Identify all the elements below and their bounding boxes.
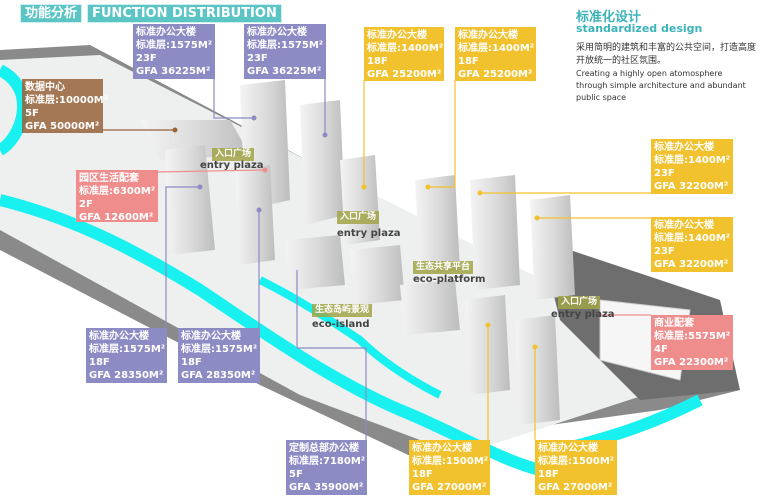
label-line: 标准办公大楼	[89, 331, 149, 342]
label-line: 18F	[538, 469, 559, 480]
tag-entry-plaza-1-en: entry plaza	[200, 160, 264, 171]
label-office-p1: 标准办公大楼标准层:1575M² 23F GFA 36225M²	[133, 24, 215, 79]
label-line: 标准办公大楼	[247, 27, 307, 38]
label-line: 标准办公大楼	[654, 142, 714, 153]
label-line: 标准层:1400M²	[458, 43, 535, 54]
label-line: 标准层:1575M²	[89, 344, 166, 355]
label-line: 定制总部办公楼	[289, 443, 359, 454]
label-line: 23F	[654, 168, 675, 179]
river-branch	[258, 276, 442, 399]
tag-entry-plaza-1: 入口广场	[212, 148, 255, 161]
label-line: 18F	[89, 357, 110, 368]
label-line: GFA 35900M²	[289, 482, 364, 493]
tag-entry-plaza-2: 入口广场	[337, 211, 380, 224]
tag-entry-plaza-3-en: entry plaza	[551, 309, 615, 320]
label-line: 标准办公大楼	[181, 331, 241, 342]
label-line: 园区生活配套	[79, 173, 139, 184]
label-line: GFA 25200M²	[367, 69, 442, 80]
label-office-y6: 标准办公大楼标准层:1500M² 18F GFA 27000M²	[535, 440, 617, 495]
site-ground	[0, 55, 700, 455]
label-line: 18F	[412, 469, 433, 480]
label-office-y5: 标准办公大楼标准层:1500M² 18F GFA 27000M²	[409, 440, 490, 495]
intro-title-en: standardized design	[576, 22, 703, 35]
label-line: 2F	[79, 199, 93, 210]
label-line: GFA 12600M²	[79, 212, 154, 223]
label-campus-support: 园区生活配套标准层:6300M² 2F GFA 12600M²	[76, 170, 158, 223]
label-office-y3: 标准办公大楼标准层:1400M² 23F GFA 32200M²	[651, 139, 733, 194]
label-line: 标准层:5575M²	[654, 331, 731, 342]
label-line: 18F	[181, 357, 202, 368]
label-line: 标准办公大楼	[654, 220, 714, 231]
label-line: 标准办公大楼	[367, 30, 427, 41]
intro-text-cn: 采用简明的建筑和丰富的公共空间，打造高度开放统一的社区氛围。	[576, 43, 757, 66]
label-line: 4F	[654, 344, 668, 355]
label-line: 标准层:1400M²	[654, 155, 731, 166]
label-line: GFA 32200M²	[654, 181, 729, 192]
label-line: 标准层:10000M²	[25, 95, 109, 106]
label-office-y4: 标准办公大楼标准层:1400M² 23F GFA 32200M²	[651, 217, 733, 272]
label-line: 23F	[247, 53, 268, 64]
label-line: GFA 28350M²	[89, 370, 164, 381]
title-en: FUNCTION DISTRIBUTION	[87, 4, 282, 23]
label-line: GFA 25200M²	[458, 69, 533, 80]
tag-entry-plaza-3: 入口广场	[558, 296, 601, 309]
label-line: 18F	[458, 56, 479, 67]
intro-title-cn: 标准化设计	[576, 10, 642, 25]
label-line: 标准层:1575M²	[136, 40, 213, 51]
tag-eco-island: 生态岛屿景观	[312, 304, 373, 317]
label-line: GFA 36225M²	[136, 66, 211, 77]
label-line: 23F	[654, 246, 675, 257]
label-line: 标准办公大楼	[538, 443, 598, 454]
tag-entry-plaza-2-en: entry plaza	[337, 228, 401, 239]
label-line: 5F	[289, 469, 303, 480]
tag-eco-platform: 生态共享平台	[413, 261, 474, 274]
label-line: GFA 22300M²	[654, 357, 729, 368]
leader-lines	[102, 78, 651, 440]
tag-eco-platform-en: eco-platform	[413, 274, 486, 285]
label-office-y1: 标准办公大楼标准层:1400M² 18F GFA 25200M²	[364, 27, 444, 81]
label-line: 标准层:1500M²	[538, 456, 615, 467]
leader-dots	[172, 115, 540, 350]
label-line: 标准办公大楼	[412, 443, 472, 454]
label-line: 标准办公大楼	[458, 30, 518, 41]
label-line: GFA 27000M²	[412, 482, 487, 493]
label-line: 数据中心	[25, 82, 65, 93]
label-line: 5F	[25, 108, 39, 119]
label-line: 标准层:1575M²	[181, 344, 258, 355]
label-commercial: 商业配套标准层:5575M² 4F GFA 22300M²	[651, 315, 733, 370]
label-line: GFA 32200M²	[654, 259, 729, 270]
label-line: 标准办公大楼	[136, 27, 196, 38]
label-hq-office: 定制总部办公楼标准层:7180M² 5F GFA 35900M²	[286, 440, 367, 495]
tag-eco-island-en: eco-island	[312, 319, 370, 330]
label-line: 标准层:6300M²	[79, 186, 156, 197]
intro-text-en: Creating a highly open atomosphere throu…	[576, 69, 746, 102]
label-line: 商业配套	[654, 318, 694, 329]
label-line: GFA 50000M²	[25, 121, 100, 132]
label-line: GFA 27000M²	[538, 482, 613, 493]
label-line: GFA 28350M²	[181, 370, 256, 381]
title-cn: 功能分析	[20, 4, 83, 23]
label-office-p3: 标准办公大楼标准层:1575M² 18F GFA 28350M²	[86, 328, 167, 383]
intro-text: 采用简明的建筑和丰富的公共空间，打造高度开放统一的社区氛围。 Creating …	[576, 42, 756, 104]
label-data-center: 数据中心标准层:10000M² 5F GFA 50000M²	[22, 79, 109, 133]
label-line: 标准层:1400M²	[654, 233, 731, 244]
label-line: 标准层:1575M²	[247, 40, 324, 51]
label-line: 标准层:1400M²	[367, 43, 444, 54]
label-line: GFA 36225M²	[247, 66, 322, 77]
label-line: 23F	[136, 53, 157, 64]
label-line: 标准层:1500M²	[412, 456, 489, 467]
label-line: 18F	[367, 56, 388, 67]
label-line: 标准层:7180M²	[289, 456, 366, 467]
label-office-y2: 标准办公大楼标准层:1400M² 18F GFA 25200M²	[455, 27, 536, 81]
label-office-p2: 标准办公大楼标准层:1575M² 23F GFA 36225M²	[244, 24, 326, 79]
label-office-p4: 标准办公大楼标准层:1575M² 18F GFA 28350M²	[178, 328, 260, 383]
